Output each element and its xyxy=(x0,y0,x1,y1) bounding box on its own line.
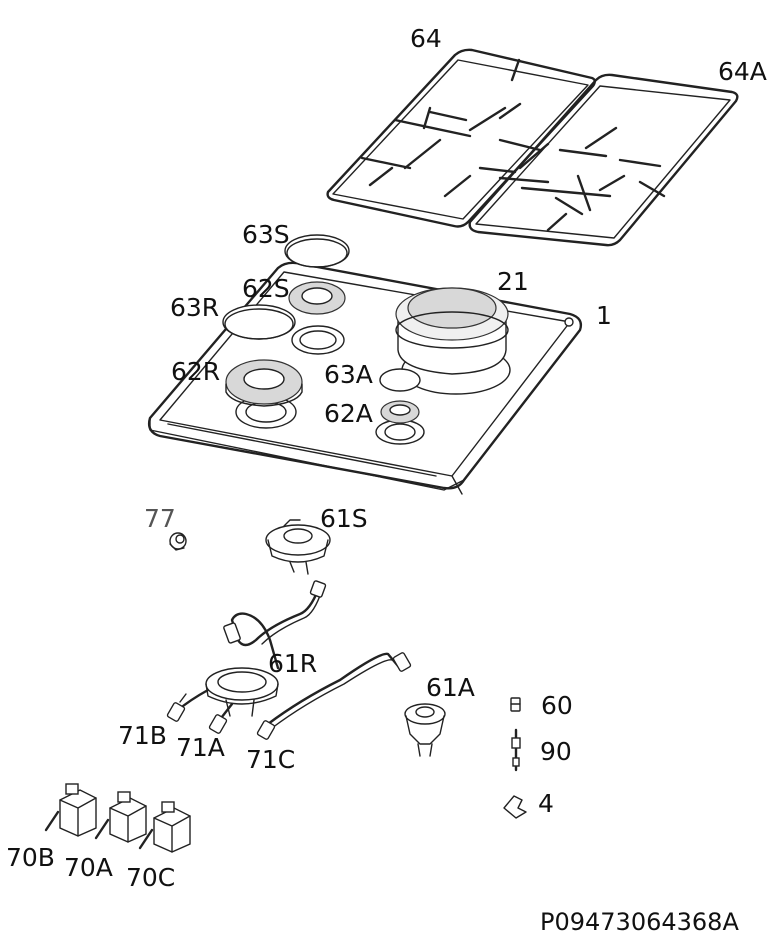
burner-dome-21 xyxy=(395,287,509,375)
label-70b: 70B xyxy=(6,843,55,872)
label-4: 4 xyxy=(538,789,554,818)
gas-tap-70b xyxy=(44,783,97,837)
burner-cap-63s xyxy=(284,234,350,268)
part-60 xyxy=(510,697,521,712)
label-71c: 71C xyxy=(246,745,295,774)
injector-fitting-71c xyxy=(256,720,276,740)
label-64: 64 xyxy=(410,24,442,53)
label-63s: 63S xyxy=(242,220,290,249)
label-62s: 62S xyxy=(242,274,290,303)
label-63r: 63R xyxy=(170,293,219,322)
burner-base-61a xyxy=(404,703,446,757)
label-21: 21 xyxy=(497,267,529,296)
gas-tap-70a xyxy=(94,791,147,843)
label-71b: 71B xyxy=(118,721,167,750)
injector-fitting-71b xyxy=(166,693,187,722)
label-60: 60 xyxy=(541,691,573,720)
label-62r: 62R xyxy=(171,357,220,386)
label-61s: 61S xyxy=(320,504,368,533)
burner-base-61r xyxy=(205,667,279,717)
gas-pipes xyxy=(176,580,412,729)
label-61a: 61A xyxy=(426,673,475,702)
label-1: 1 xyxy=(596,301,612,330)
drawing-code: P09473064368A xyxy=(540,908,739,936)
label-62a: 62A xyxy=(324,399,373,428)
burner-cap-63a xyxy=(379,368,421,392)
burner-cap-63r xyxy=(222,304,296,340)
thermocouple-90 xyxy=(511,728,521,772)
label-71a: 71A xyxy=(176,733,225,762)
part-77 xyxy=(169,532,187,551)
burner-crown-62s xyxy=(288,281,346,315)
label-64a: 64A xyxy=(718,57,767,86)
injector-fitting-71a xyxy=(208,714,228,734)
gas-tap-70c xyxy=(138,801,191,853)
burner-base-61s xyxy=(265,519,331,575)
burner-crown-62r xyxy=(225,359,303,407)
burner-crown-62a xyxy=(380,400,420,424)
label-63a: 63A xyxy=(324,360,373,389)
label-70a: 70A xyxy=(64,853,113,882)
label-70c: 70C xyxy=(126,863,175,892)
clip-4 xyxy=(503,795,527,819)
pan-support-grid-64 xyxy=(326,48,596,228)
pan-support-grid-64a xyxy=(468,73,739,247)
label-77: 77 xyxy=(144,504,176,533)
label-90: 90 xyxy=(540,737,572,766)
label-61r: 61R xyxy=(268,649,317,678)
